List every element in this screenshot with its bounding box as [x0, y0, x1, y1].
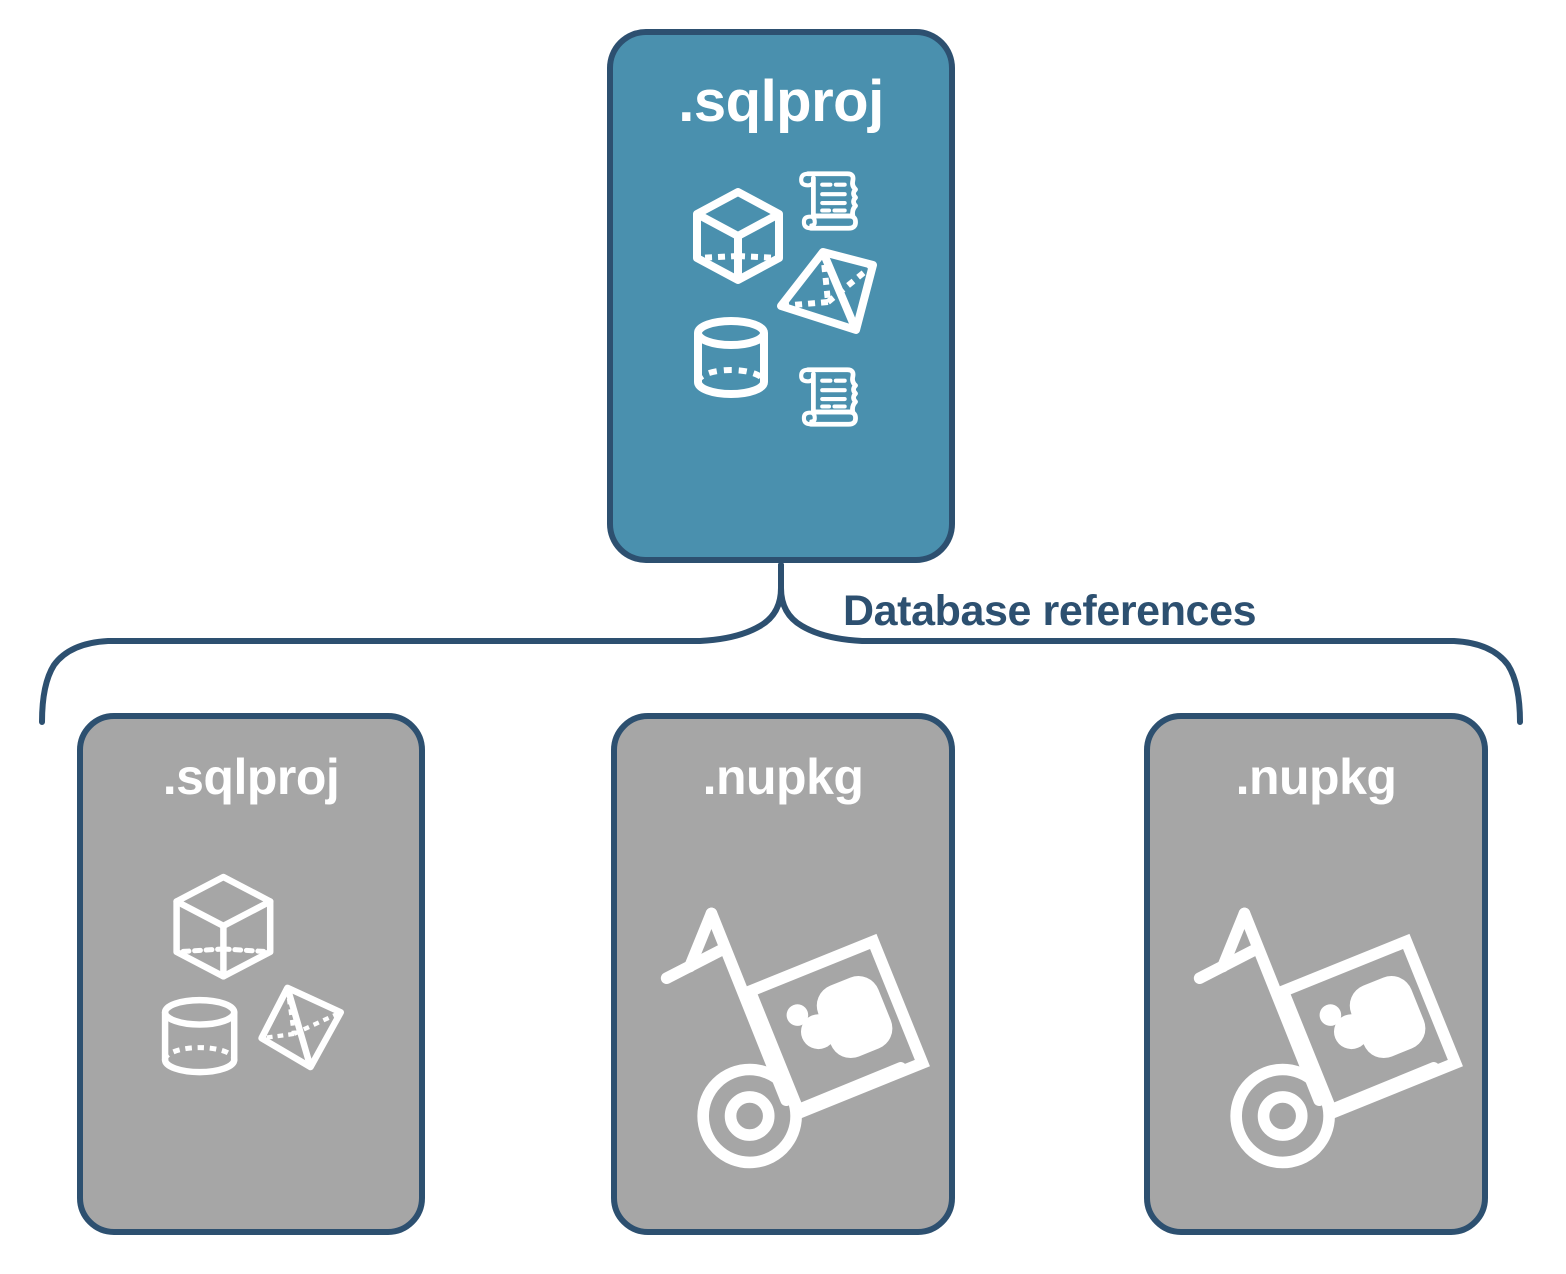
top-node-box	[607, 29, 955, 563]
top-node-label: .sqlproj	[678, 69, 884, 134]
child-node-nupkg-1[interactable]	[611, 713, 955, 1235]
child-node-label-sqlproj: .sqlproj	[162, 749, 340, 805]
child-node-sqlproj[interactable]	[77, 713, 425, 1235]
child-node-label-nupkg-2: .nupkg	[1235, 749, 1397, 805]
child-node-box	[77, 713, 425, 1235]
database-references-brace	[39, 562, 1523, 725]
cube-icon	[693, 188, 783, 284]
cylinder-icon	[694, 317, 768, 398]
child-node-nupkg-2[interactable]	[1144, 713, 1488, 1235]
pyramid-icon	[777, 248, 877, 334]
database-references-label: Database references	[843, 587, 1257, 635]
child-node-label-nupkg-1: .nupkg	[702, 749, 864, 805]
top-node-sqlproj[interactable]	[607, 29, 955, 563]
